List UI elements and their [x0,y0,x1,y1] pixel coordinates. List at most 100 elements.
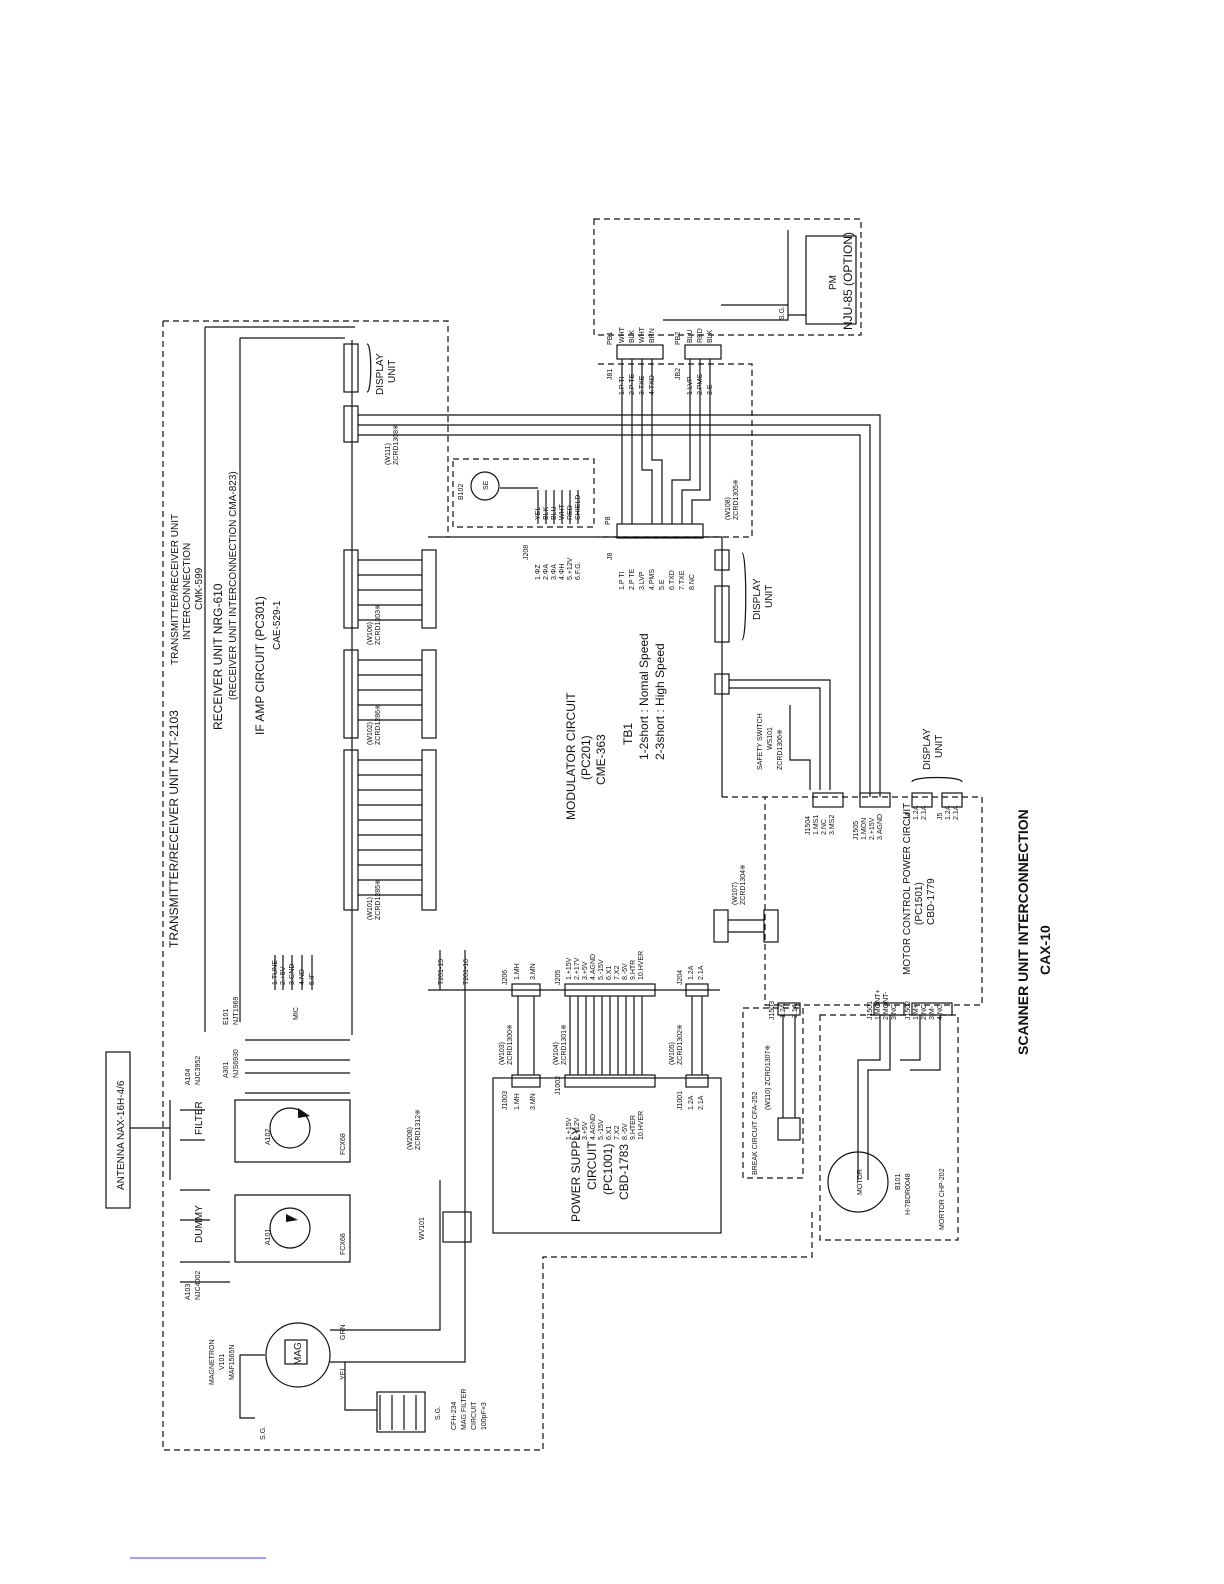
j1002-pin-6: 6.X1 [606,1125,613,1140]
w105-label: (W105) [669,1042,676,1065]
a104-part-label: NJC3952 [195,1056,202,1085]
jb2-connector [684,344,722,360]
j1502-label: J1502 [905,1001,912,1020]
pb1-wire-3: WHT [639,326,646,343]
p8-wire-2: BLK [543,506,550,520]
j1002-pin-3: 3.+5V [582,1121,589,1140]
motor-label: MOTOR [857,1169,864,1195]
p8-label: P8 [605,516,612,525]
pb2-wire-1: BLU [687,329,694,343]
j206-label: J206 [502,970,509,985]
modulator-pc-label: (PC201) [579,735,593,780]
mic-label: MIC [293,1007,300,1020]
j1002-label: J1002 [555,1076,562,1095]
j206-connector [511,983,541,997]
jb2-label: JB2 [675,368,682,380]
w110-wires [782,1015,796,1118]
a301-label: A301 [223,1062,230,1078]
w101-part-label: ZCRD1285※ [375,879,382,920]
se-encoder-icon [470,471,500,501]
j1502-pin-2: 2.NC [921,1004,928,1020]
mag-filter-label-1: CFH-234 [451,1401,458,1430]
display-unit-1b-label: UNIT [387,360,398,383]
j81-pin-2: 2.P TE [629,374,636,395]
circulator-a101-icon [269,1207,311,1249]
break-circuit-outline [742,1007,804,1179]
j5-connector [941,792,963,808]
e101-pin-4: 4.ND [299,969,306,985]
j205-label: J205 [555,970,562,985]
pb2-wire-2: RED [697,328,704,343]
j1002-pin-7: 7.X2 [614,1125,621,1140]
j8-pin-8: 8.NC [689,574,696,590]
nju85-label: NJU-85 (OPTION) [841,232,855,330]
fcx68-2-label: FCX68 [340,1233,347,1255]
yel-label: YEL [340,1367,347,1380]
j205-pin-1: 1.+15V [566,957,573,980]
j205-pin-2: 2.+17V [574,957,581,980]
antenna-label: ANTENNA NAX-16H-4/6 [116,1080,127,1190]
se-label: SE [483,480,490,490]
mag-filter-box [376,1391,426,1433]
w101-wires [358,759,422,896]
display-connector-1 [343,343,359,393]
display-unit-3b-label: UNIT [934,735,945,758]
antenna-feed [130,1100,171,1180]
receiver-unit-label: RECEIVER UNIT NRG-610 [211,583,225,730]
j81-label: J81 [607,369,614,380]
pb1-wire-2: BLK [629,329,636,343]
txrx-ic-label-1: TRANSMITTER/RECEIVER UNIT [170,514,181,665]
j1501-connector [873,1002,905,1016]
power-supply-label-1: POWER SUPPLY [569,1127,583,1222]
j5-pin-2: 2.1A [953,805,960,820]
w106-label: (W106) [367,622,374,645]
j1002-pin-4: 4.AGND [590,1114,597,1140]
j1504-label: J1504 [805,816,812,835]
j8-label: J8 [607,553,614,561]
j1002-pin-8: 8.-5V [622,1123,629,1140]
j1003-label: J1003 [502,1091,509,1110]
motor-ctrl-outline [722,796,983,1006]
w101-label: (W101) [367,897,374,920]
j1505-pin-2: 2.+15V [869,817,876,840]
e101-pin-5: 5.IF [309,973,316,985]
display-connector-2a [714,549,730,571]
j8-connector [616,523,704,539]
w208-part-label: ZCRD1312※ [415,1109,422,1150]
w107-connector-a [713,909,729,943]
w108-part-label: ZCRD1305※ [733,479,740,520]
modulator-top-edge [428,536,723,797]
filter-label: FILTER [194,1101,205,1135]
safety-part-label: ZCRD1306※ [777,729,784,770]
p8-wire-5: RED [567,505,574,520]
w107-part-label: ZCRD1304※ [740,864,747,905]
break-resistor [777,1117,801,1141]
power-supply-label-2: CIRCUIT [585,1141,599,1190]
flange-lines [180,1109,230,1283]
tb1-line-1: 1-2short : Nomal Speed [637,633,651,760]
j81-pin-1: 1.P TI [619,377,626,395]
j8-pin-1: 1.P TI [619,572,626,590]
j204-connector [685,983,709,997]
j208-pin-2: 2.ΦA [543,564,550,580]
j1501-label: J1501 [867,1001,874,1020]
waveguide-lines [245,1039,350,1094]
w104-part-label: ZCRD1301※ [561,1024,568,1065]
e101-pin-2: 2.+5V [280,966,287,985]
j205-pin-7: 7.X2 [614,965,621,980]
display-unit-1-label: DISPLAY [375,353,386,395]
j8-pin-4: 4.PMS [649,569,656,590]
w111-label: (W111) [385,443,392,465]
ws101-label: WS101 [767,727,774,750]
w106-wires [358,559,422,621]
j8-pin-5: 5.E [659,579,666,590]
magnetron-label: MAGNETRON [209,1340,216,1386]
j1002-pin-2: 2.+12V [574,1117,581,1140]
j1002-pin-1: 1.+15V [566,1117,573,1140]
j1003-pin-2: 3.MN [530,1093,537,1110]
safety-switch-wires [729,679,831,790]
jb2-pin-3: 3.E [707,384,714,395]
w105-part-label: ZCRD1302※ [677,1024,684,1065]
j4-pin-2: 2.1A [921,805,928,820]
j205-pin-5: 5.-15V [598,959,605,980]
